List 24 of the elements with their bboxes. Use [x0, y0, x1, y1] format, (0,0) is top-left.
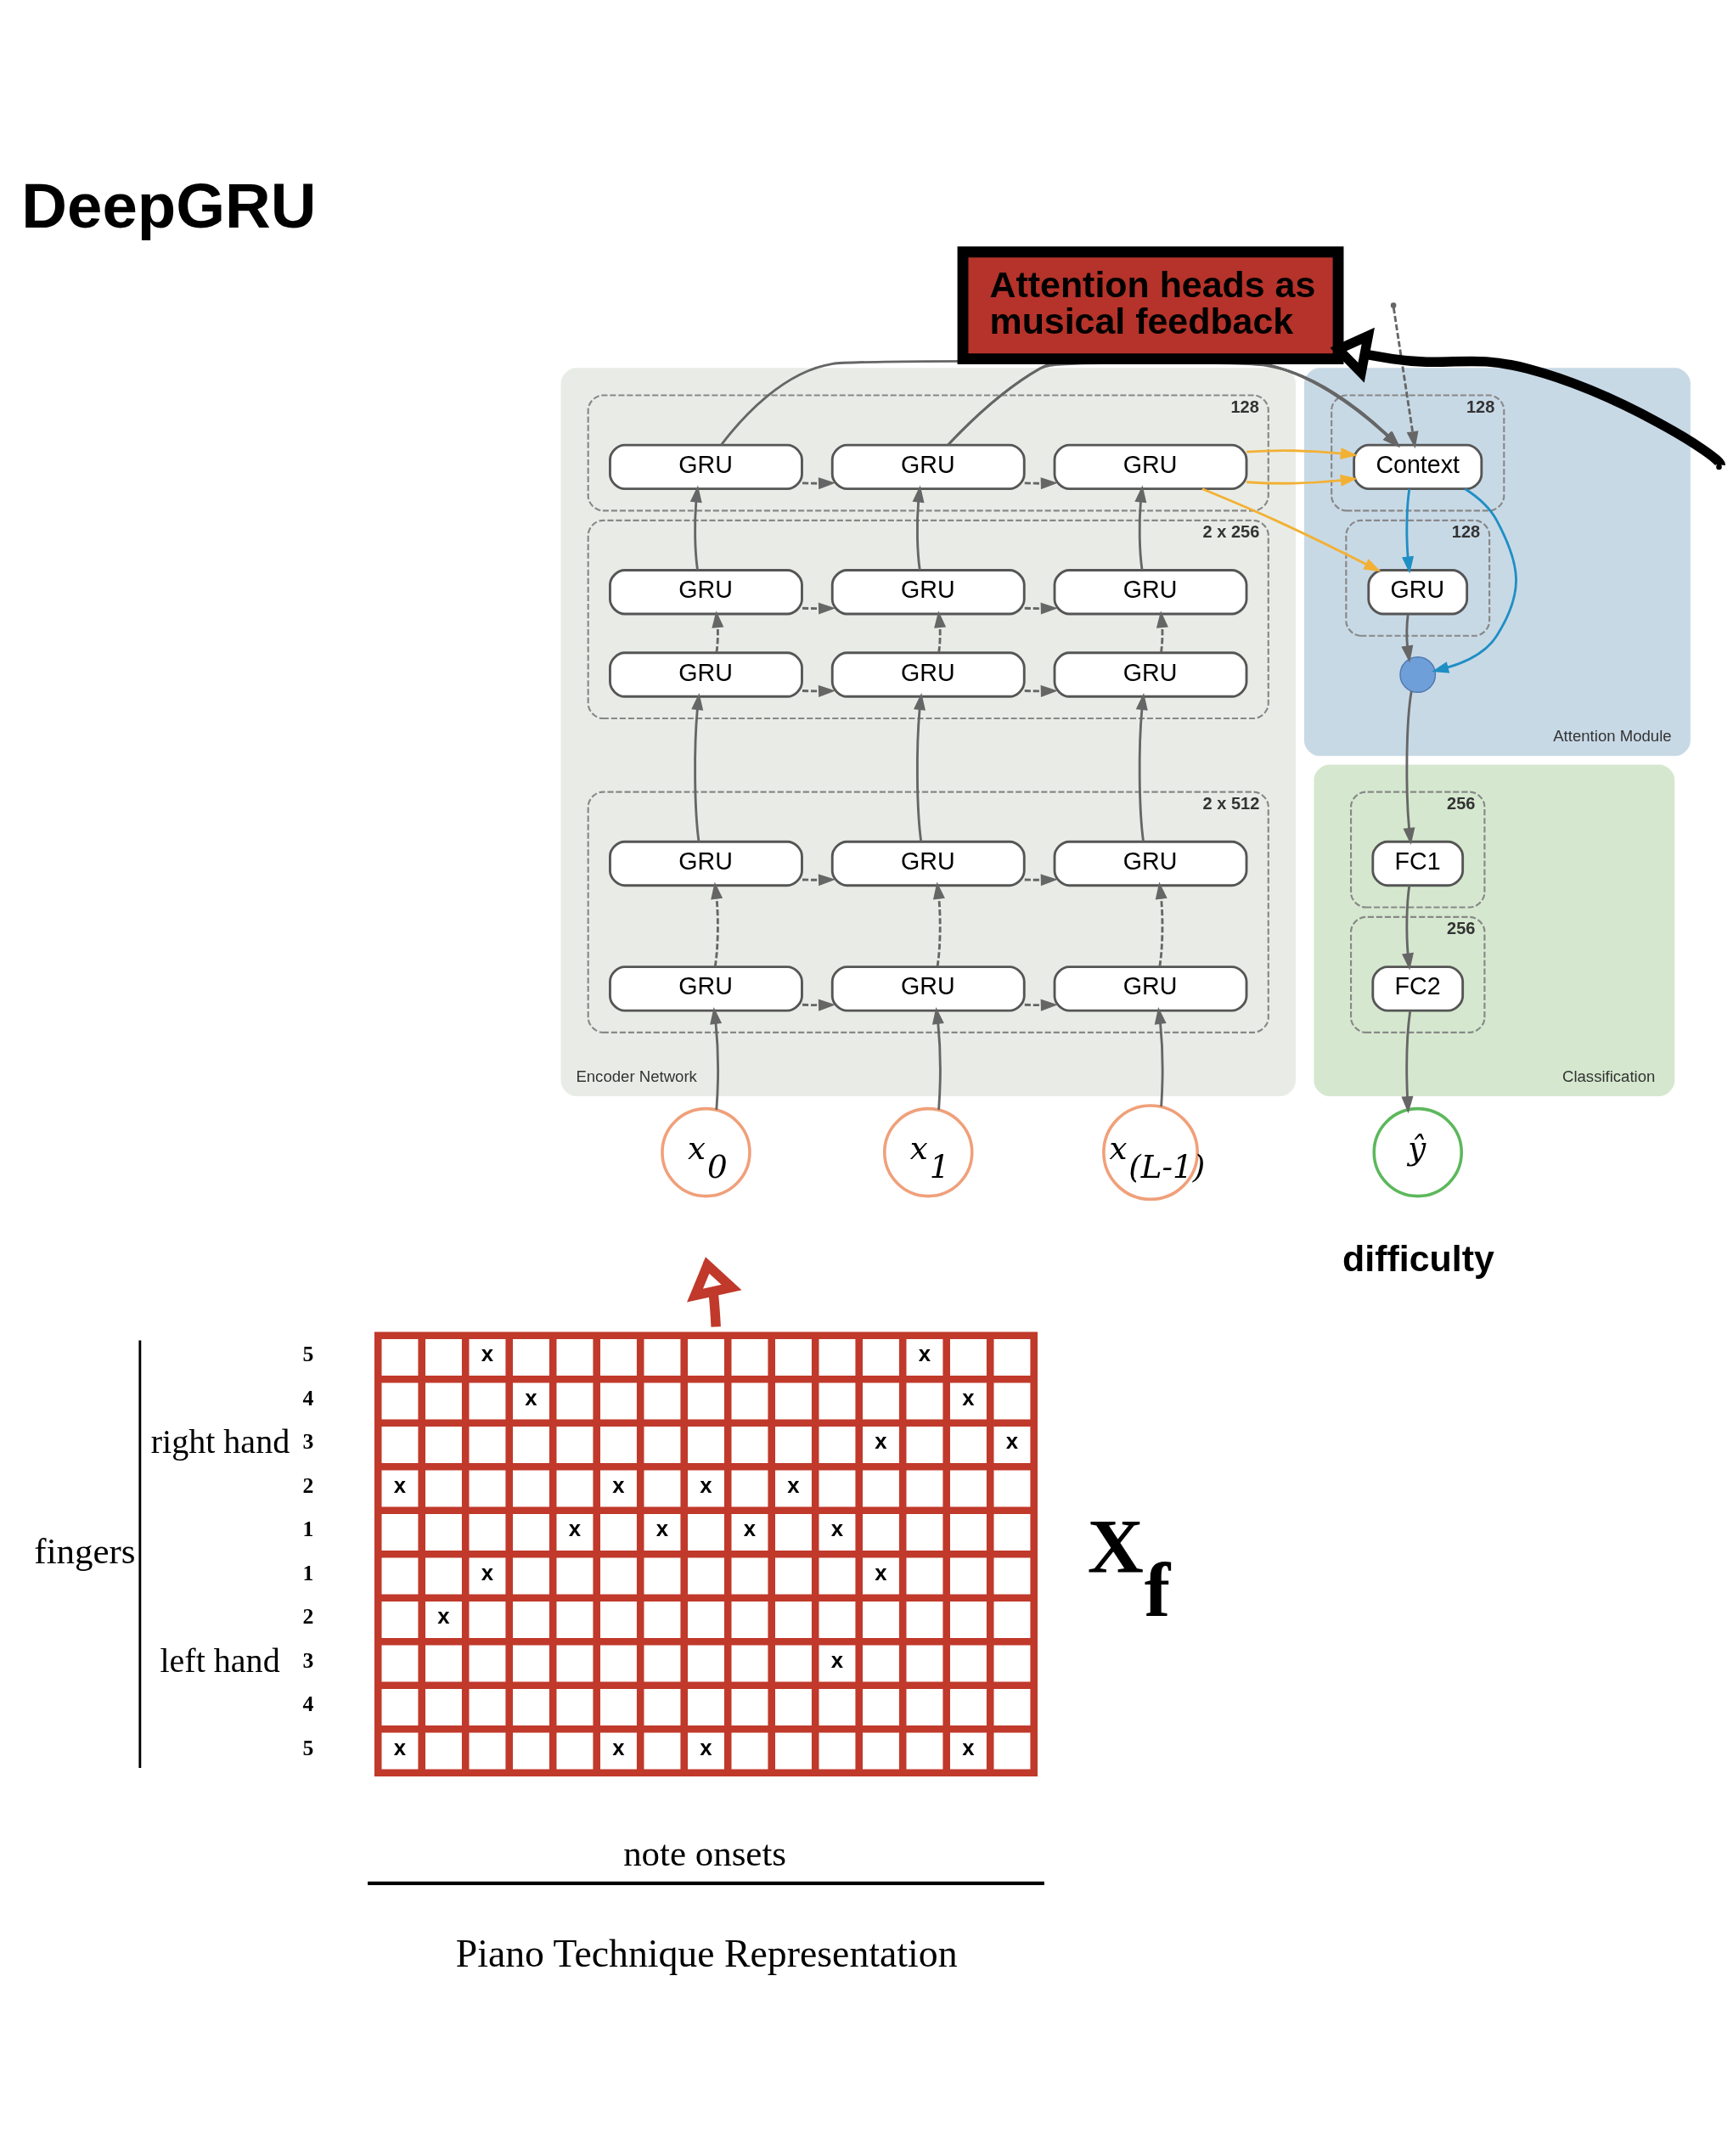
node-label: 2 x 256	[1202, 522, 1260, 542]
diagram-title: DeepGRU	[21, 170, 317, 241]
node-label: 128	[1466, 397, 1495, 416]
label: 4	[302, 1385, 314, 1410]
label: 4	[302, 1692, 314, 1717]
node-label: 128	[1451, 522, 1481, 542]
label: right hand	[150, 1422, 290, 1461]
label: 3	[302, 1647, 314, 1673]
node-label: 256	[1447, 793, 1476, 813]
label: left hand	[160, 1641, 280, 1680]
label: 1	[302, 1517, 314, 1542]
node-label: 128	[1230, 397, 1259, 416]
node-label: difficulty	[1342, 1238, 1494, 1279]
label: 5	[302, 1735, 314, 1760]
label: 2	[302, 1472, 314, 1498]
label: 5	[302, 1342, 314, 1367]
node-label: 2 x 512	[1202, 793, 1260, 813]
label: note onsets	[623, 1833, 787, 1874]
label: Piano Technique Representation	[455, 1932, 958, 1976]
label: 2	[302, 1604, 314, 1630]
node-label: 256	[1447, 919, 1476, 938]
label: 1	[302, 1560, 314, 1585]
label: fingers	[34, 1531, 136, 1572]
label: 3	[302, 1429, 314, 1455]
